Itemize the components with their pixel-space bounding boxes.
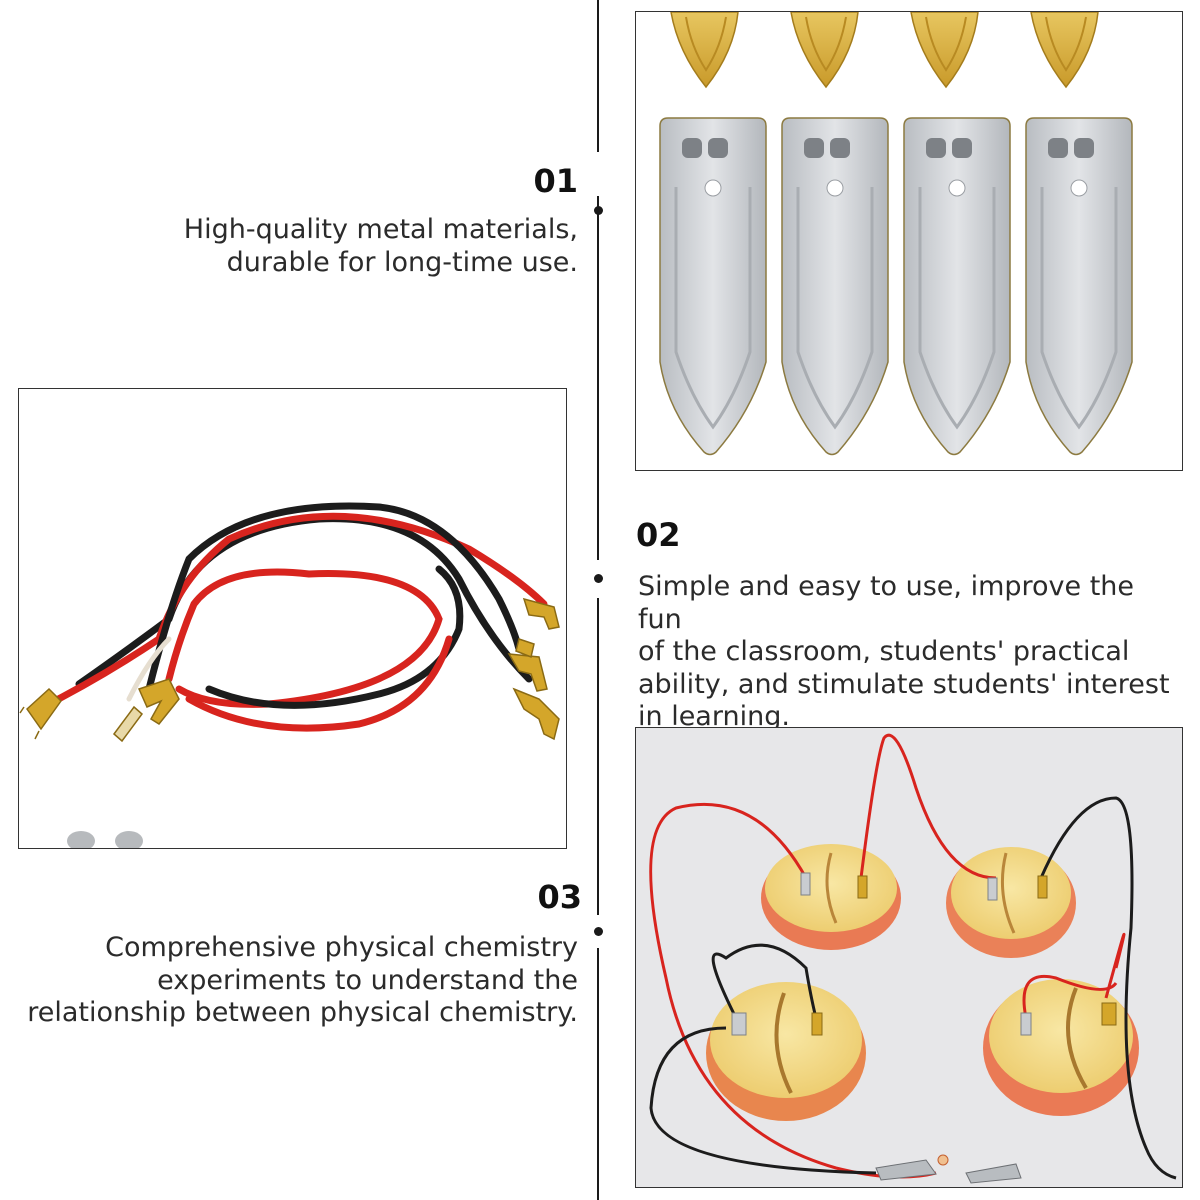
wires-image	[19, 502, 560, 848]
feature-line: Comprehensive physical chemistry	[105, 932, 578, 963]
feature-number-02: 02	[636, 516, 681, 554]
feature-description-02: Simple and easy to use, improve the fun …	[638, 571, 1183, 734]
timeline-dot-03	[594, 927, 603, 936]
alligator-clips-and-led	[875, 1154, 1022, 1184]
wires-photo	[18, 388, 567, 849]
metal-plates-photo	[635, 11, 1183, 471]
feature-number-01: 01	[533, 162, 578, 200]
apple-experiment-photo	[635, 727, 1183, 1188]
feature-description-03: Comprehensive physical chemistry experim…	[20, 932, 578, 1030]
timeline-dot-01	[594, 206, 603, 215]
metal-plates-image	[659, 12, 1133, 456]
feature-line: Simple and easy to use, improve the fun	[638, 571, 1135, 635]
fork-terminals	[19, 597, 560, 743]
feature-line: of the classroom, students' practical	[638, 636, 1130, 667]
feature-number-03: 03	[537, 878, 582, 916]
timeline-gap	[594, 152, 602, 196]
copper-plate-tips	[670, 12, 1099, 89]
timeline-line	[597, 0, 599, 1200]
feature-line: relationship between physical chemistry.	[27, 997, 578, 1028]
feature-line: durable for long-time use.	[226, 246, 578, 278]
apple-experiment-image	[636, 728, 1182, 1187]
wire-loops	[35, 502, 548, 732]
terminal-nuts	[67, 831, 143, 848]
feature-line: ability, and stimulate students' interes…	[638, 668, 1170, 700]
electrodes	[731, 872, 1117, 1036]
timeline-dot-02	[594, 574, 603, 583]
feature-line: experiments to understand the	[157, 964, 578, 996]
zinc-plates	[659, 117, 1133, 456]
connecting-wires	[649, 733, 1177, 1180]
feature-line: in learning.	[638, 701, 790, 732]
feature-description-01: High-quality metal materials, durable fo…	[60, 214, 578, 279]
feature-line: High-quality metal materials,	[183, 214, 578, 245]
